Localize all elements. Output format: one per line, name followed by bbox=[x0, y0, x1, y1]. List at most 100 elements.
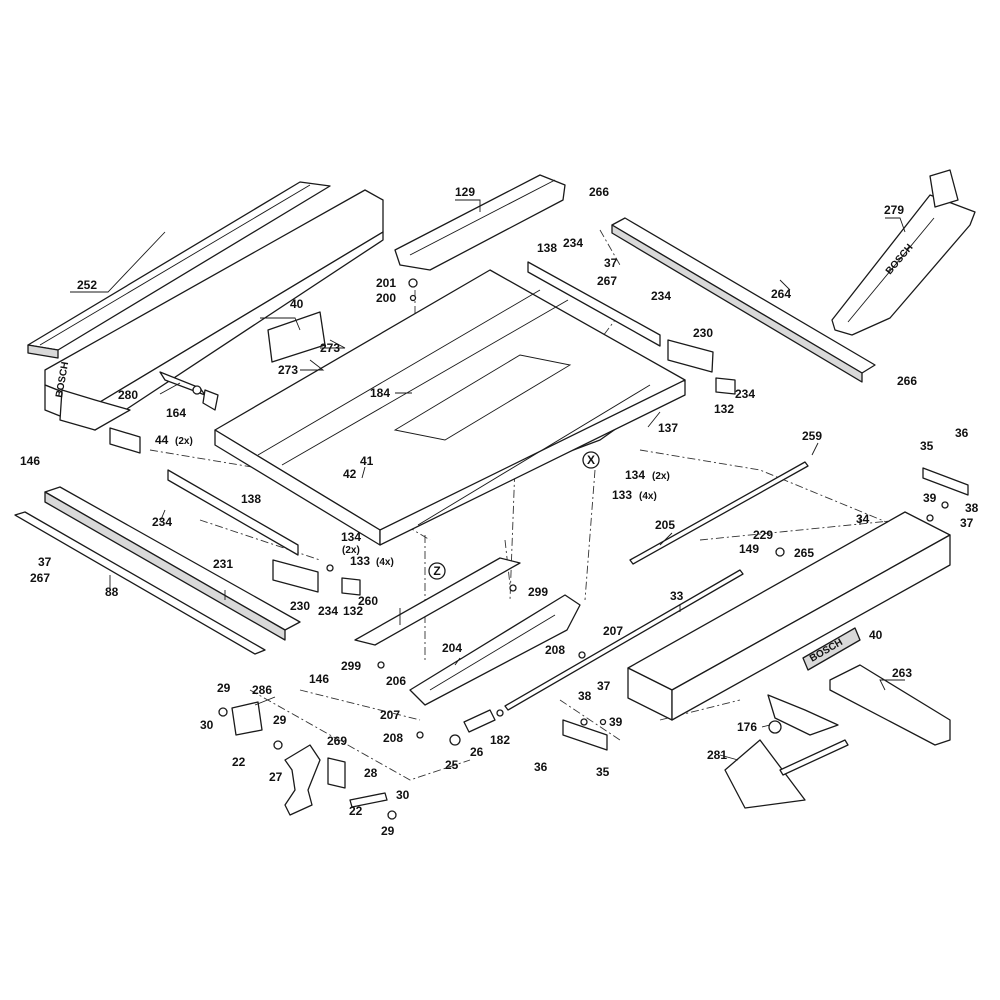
part-label: 252 bbox=[77, 278, 97, 292]
miter-281 bbox=[724, 739, 849, 809]
part-label: 138 bbox=[241, 492, 261, 506]
part-label: 234 bbox=[152, 515, 172, 529]
part-qty: (4x) bbox=[639, 491, 657, 502]
part-label: 206 bbox=[386, 674, 406, 688]
part-label: 30 bbox=[396, 788, 410, 802]
badge-40 bbox=[802, 627, 861, 671]
strip-138-lower bbox=[167, 469, 299, 556]
part-label: 230 bbox=[693, 326, 713, 340]
part-label: 267 bbox=[30, 571, 50, 585]
part-label: 133 bbox=[350, 554, 370, 568]
part-label: 41 bbox=[360, 454, 374, 468]
part-label: 28 bbox=[364, 766, 378, 780]
bar-263 bbox=[829, 664, 951, 746]
part-label: 36 bbox=[955, 426, 969, 440]
part-label: 22 bbox=[349, 804, 363, 818]
part-label: 33 bbox=[670, 589, 684, 603]
part-label: 208 bbox=[383, 731, 403, 745]
marker-x-label: X bbox=[587, 453, 595, 467]
part-label: 299 bbox=[528, 585, 548, 599]
part-label: 200 bbox=[376, 291, 396, 305]
part-label: 132 bbox=[714, 402, 734, 416]
part-label: 204 bbox=[442, 641, 462, 655]
part-label: 267 bbox=[597, 274, 617, 288]
part-label: 176 bbox=[737, 720, 757, 734]
part-label: 266 bbox=[897, 374, 917, 388]
part-label: 29 bbox=[381, 824, 395, 838]
part-label: 269 bbox=[327, 734, 347, 748]
extension-34 bbox=[627, 511, 951, 721]
part-label: 88 bbox=[105, 585, 119, 599]
plate-260 bbox=[354, 557, 521, 646]
part-label: 39 bbox=[609, 715, 623, 729]
marker-z: Z bbox=[428, 562, 446, 580]
part-label: 260 bbox=[358, 594, 378, 608]
part-label: 286 bbox=[252, 683, 272, 697]
part-label: 164 bbox=[166, 406, 186, 420]
part-label: 234 bbox=[318, 604, 338, 618]
part-label: 146 bbox=[309, 672, 329, 686]
part-label: 26 bbox=[470, 745, 484, 759]
part-qty: (2x) bbox=[175, 436, 193, 447]
plate-35-top bbox=[922, 467, 969, 496]
sleeve-26 bbox=[463, 709, 496, 733]
part-label: 207 bbox=[603, 624, 623, 638]
bracket-230-lower bbox=[272, 559, 361, 596]
small-parts-left bbox=[109, 311, 326, 454]
part-label: 182 bbox=[490, 733, 510, 747]
part-qty: (4x) bbox=[376, 557, 394, 568]
part-label: 37 bbox=[960, 516, 974, 530]
strip-138-top bbox=[527, 261, 661, 347]
part-label: 37 bbox=[597, 679, 611, 693]
part-label: 133 bbox=[612, 488, 632, 502]
part-label: 273 bbox=[320, 341, 340, 355]
part-label: 208 bbox=[545, 643, 565, 657]
part-label: 279 bbox=[884, 203, 904, 217]
insert-129 bbox=[394, 174, 566, 271]
part-label: 38 bbox=[578, 689, 592, 703]
part-qty: (2x) bbox=[342, 545, 360, 556]
part-label: 207 bbox=[380, 708, 400, 722]
bracket-269 bbox=[327, 757, 346, 789]
part-label: 234 bbox=[563, 236, 583, 250]
part-label: 146 bbox=[20, 454, 40, 468]
marker-x: X bbox=[582, 451, 600, 469]
part-label: 37 bbox=[38, 555, 52, 569]
part-label: 273 bbox=[278, 363, 298, 377]
part-label: 22 bbox=[232, 755, 246, 769]
bar-88 bbox=[14, 511, 266, 655]
part-label: 132 bbox=[343, 604, 363, 618]
rail-264 bbox=[611, 217, 876, 383]
part-label: 234 bbox=[651, 289, 671, 303]
table-137 bbox=[214, 269, 686, 546]
handle-204 bbox=[409, 594, 581, 706]
rods bbox=[504, 461, 809, 711]
part-label: 44 bbox=[155, 433, 169, 447]
part-label: 264 bbox=[771, 287, 791, 301]
part-label: 184 bbox=[370, 386, 390, 400]
part-qty: (2x) bbox=[652, 471, 670, 482]
part-label: 231 bbox=[213, 557, 233, 571]
part-label: 134 bbox=[625, 468, 645, 482]
plate-35-bottom bbox=[562, 719, 608, 751]
part-label: 299 bbox=[341, 659, 361, 673]
part-label: 205 bbox=[655, 518, 675, 532]
part-label: 201 bbox=[376, 276, 396, 290]
part-label: 36 bbox=[534, 760, 548, 774]
bolt-176 bbox=[767, 694, 839, 736]
part-label: 137 bbox=[658, 421, 678, 435]
part-label: 40 bbox=[290, 297, 304, 311]
part-label: 280 bbox=[118, 388, 138, 402]
part-label: 234 bbox=[735, 387, 755, 401]
pin-28 bbox=[349, 792, 388, 808]
marker-z-label: Z bbox=[433, 564, 440, 578]
part-label: 35 bbox=[596, 765, 610, 779]
part-label: 263 bbox=[892, 666, 912, 680]
part-label: 29 bbox=[273, 713, 287, 727]
part-label: 129 bbox=[455, 185, 475, 199]
bracket-230-right bbox=[667, 339, 736, 395]
part-label: 34 bbox=[856, 512, 870, 526]
part-labels: 252 280 164 44 (2x) 40 273 273 129 201 2… bbox=[20, 185, 979, 838]
